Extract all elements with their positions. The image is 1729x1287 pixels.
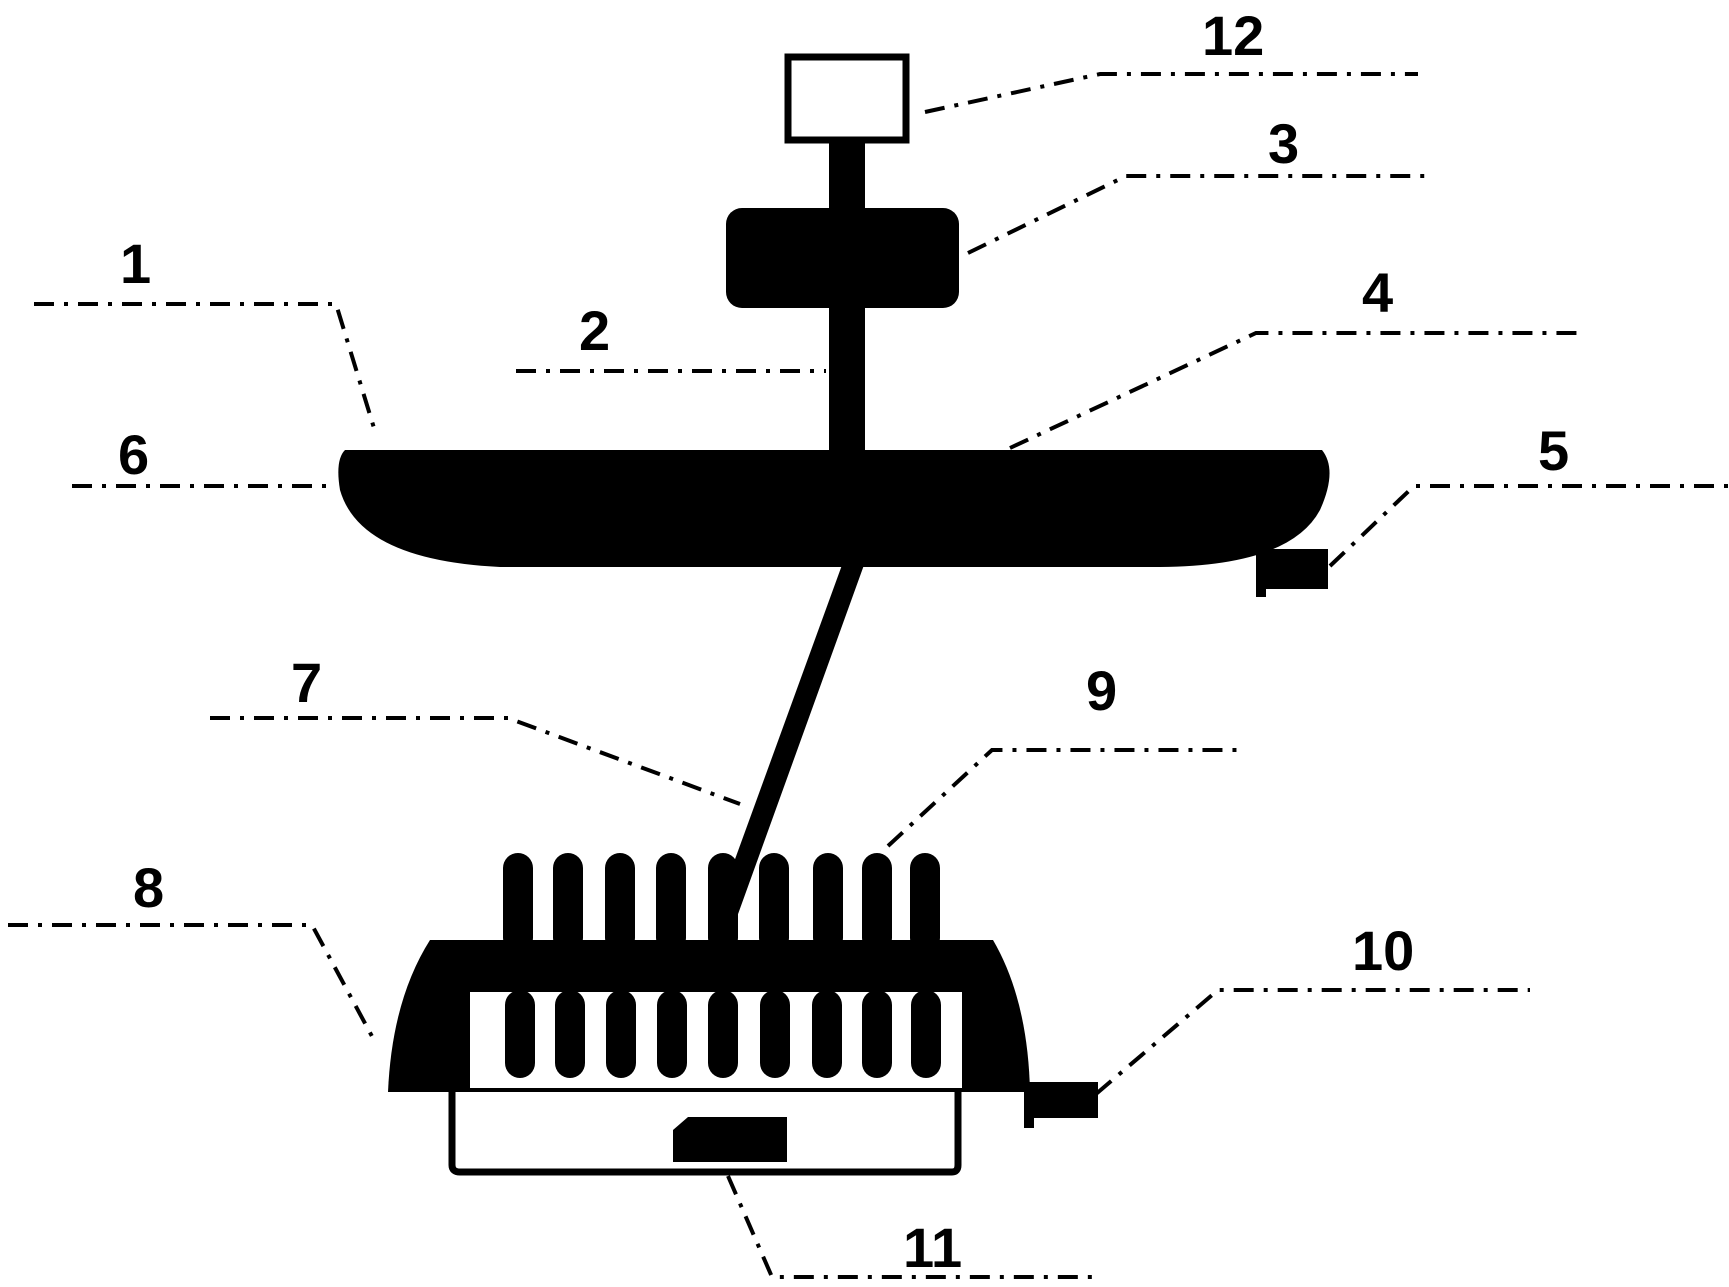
top-box-12 bbox=[784, 53, 910, 144]
finger bbox=[911, 990, 941, 1078]
finger bbox=[910, 853, 940, 953]
upper-platform-4 bbox=[338, 450, 1330, 567]
side-block-10 bbox=[1028, 1082, 1098, 1118]
callout-label-2: 2 bbox=[579, 299, 610, 362]
finger bbox=[657, 990, 687, 1078]
callout-label-9: 9 bbox=[1086, 659, 1117, 722]
finger bbox=[606, 990, 636, 1078]
leader-line-4 bbox=[1009, 331, 1580, 450]
finger bbox=[759, 853, 789, 953]
finger bbox=[862, 853, 892, 953]
finger bbox=[708, 853, 738, 953]
leader-lines bbox=[8, 72, 1729, 1279]
leader-line-8 bbox=[8, 923, 376, 1041]
lower-tray bbox=[448, 1092, 962, 1176]
stem-block-3 bbox=[726, 208, 959, 308]
side-block-5 bbox=[1260, 549, 1328, 589]
upper-fingers-9 bbox=[503, 853, 940, 953]
finger bbox=[656, 853, 686, 953]
finger bbox=[555, 990, 585, 1078]
finger bbox=[605, 853, 635, 953]
callout-label-5: 5 bbox=[1538, 419, 1569, 482]
callout-label-10: 10 bbox=[1352, 919, 1414, 982]
finger bbox=[862, 990, 892, 1078]
finger bbox=[812, 990, 842, 1078]
callout-label-4: 4 bbox=[1362, 261, 1393, 324]
leader-line-5 bbox=[1328, 484, 1729, 568]
side-block-10-lip bbox=[1024, 1082, 1034, 1128]
leader-line-7 bbox=[210, 716, 741, 806]
lower-fingers bbox=[505, 990, 941, 1078]
finger bbox=[708, 990, 738, 1078]
finger bbox=[813, 853, 843, 953]
callout-label-11: 11 bbox=[903, 1216, 962, 1279]
side-block-5-lip bbox=[1256, 549, 1266, 597]
leader-line-10 bbox=[1094, 988, 1530, 1096]
tray-block-11 bbox=[673, 1117, 787, 1162]
finger bbox=[503, 853, 533, 953]
callout-label-8: 8 bbox=[133, 856, 164, 919]
callout-label-3: 3 bbox=[1268, 112, 1299, 175]
callout-label-6: 6 bbox=[118, 423, 149, 486]
finger bbox=[760, 990, 790, 1078]
callout-labels: 12 3 1 4 2 6 5 7 9 8 10 11 bbox=[118, 4, 1569, 1279]
finger bbox=[505, 990, 535, 1078]
finger bbox=[553, 853, 583, 953]
leader-line-11 bbox=[726, 1175, 1094, 1279]
callout-label-1: 1 bbox=[120, 232, 151, 295]
leader-line-12 bbox=[924, 72, 1418, 114]
leader-line-1 bbox=[34, 302, 376, 429]
callout-label-7: 7 bbox=[291, 651, 322, 714]
diagonal-rod-7 bbox=[710, 565, 864, 928]
callout-label-12: 12 bbox=[1202, 4, 1264, 67]
leader-line-9 bbox=[886, 748, 1244, 848]
leader-line-3 bbox=[967, 174, 1432, 255]
